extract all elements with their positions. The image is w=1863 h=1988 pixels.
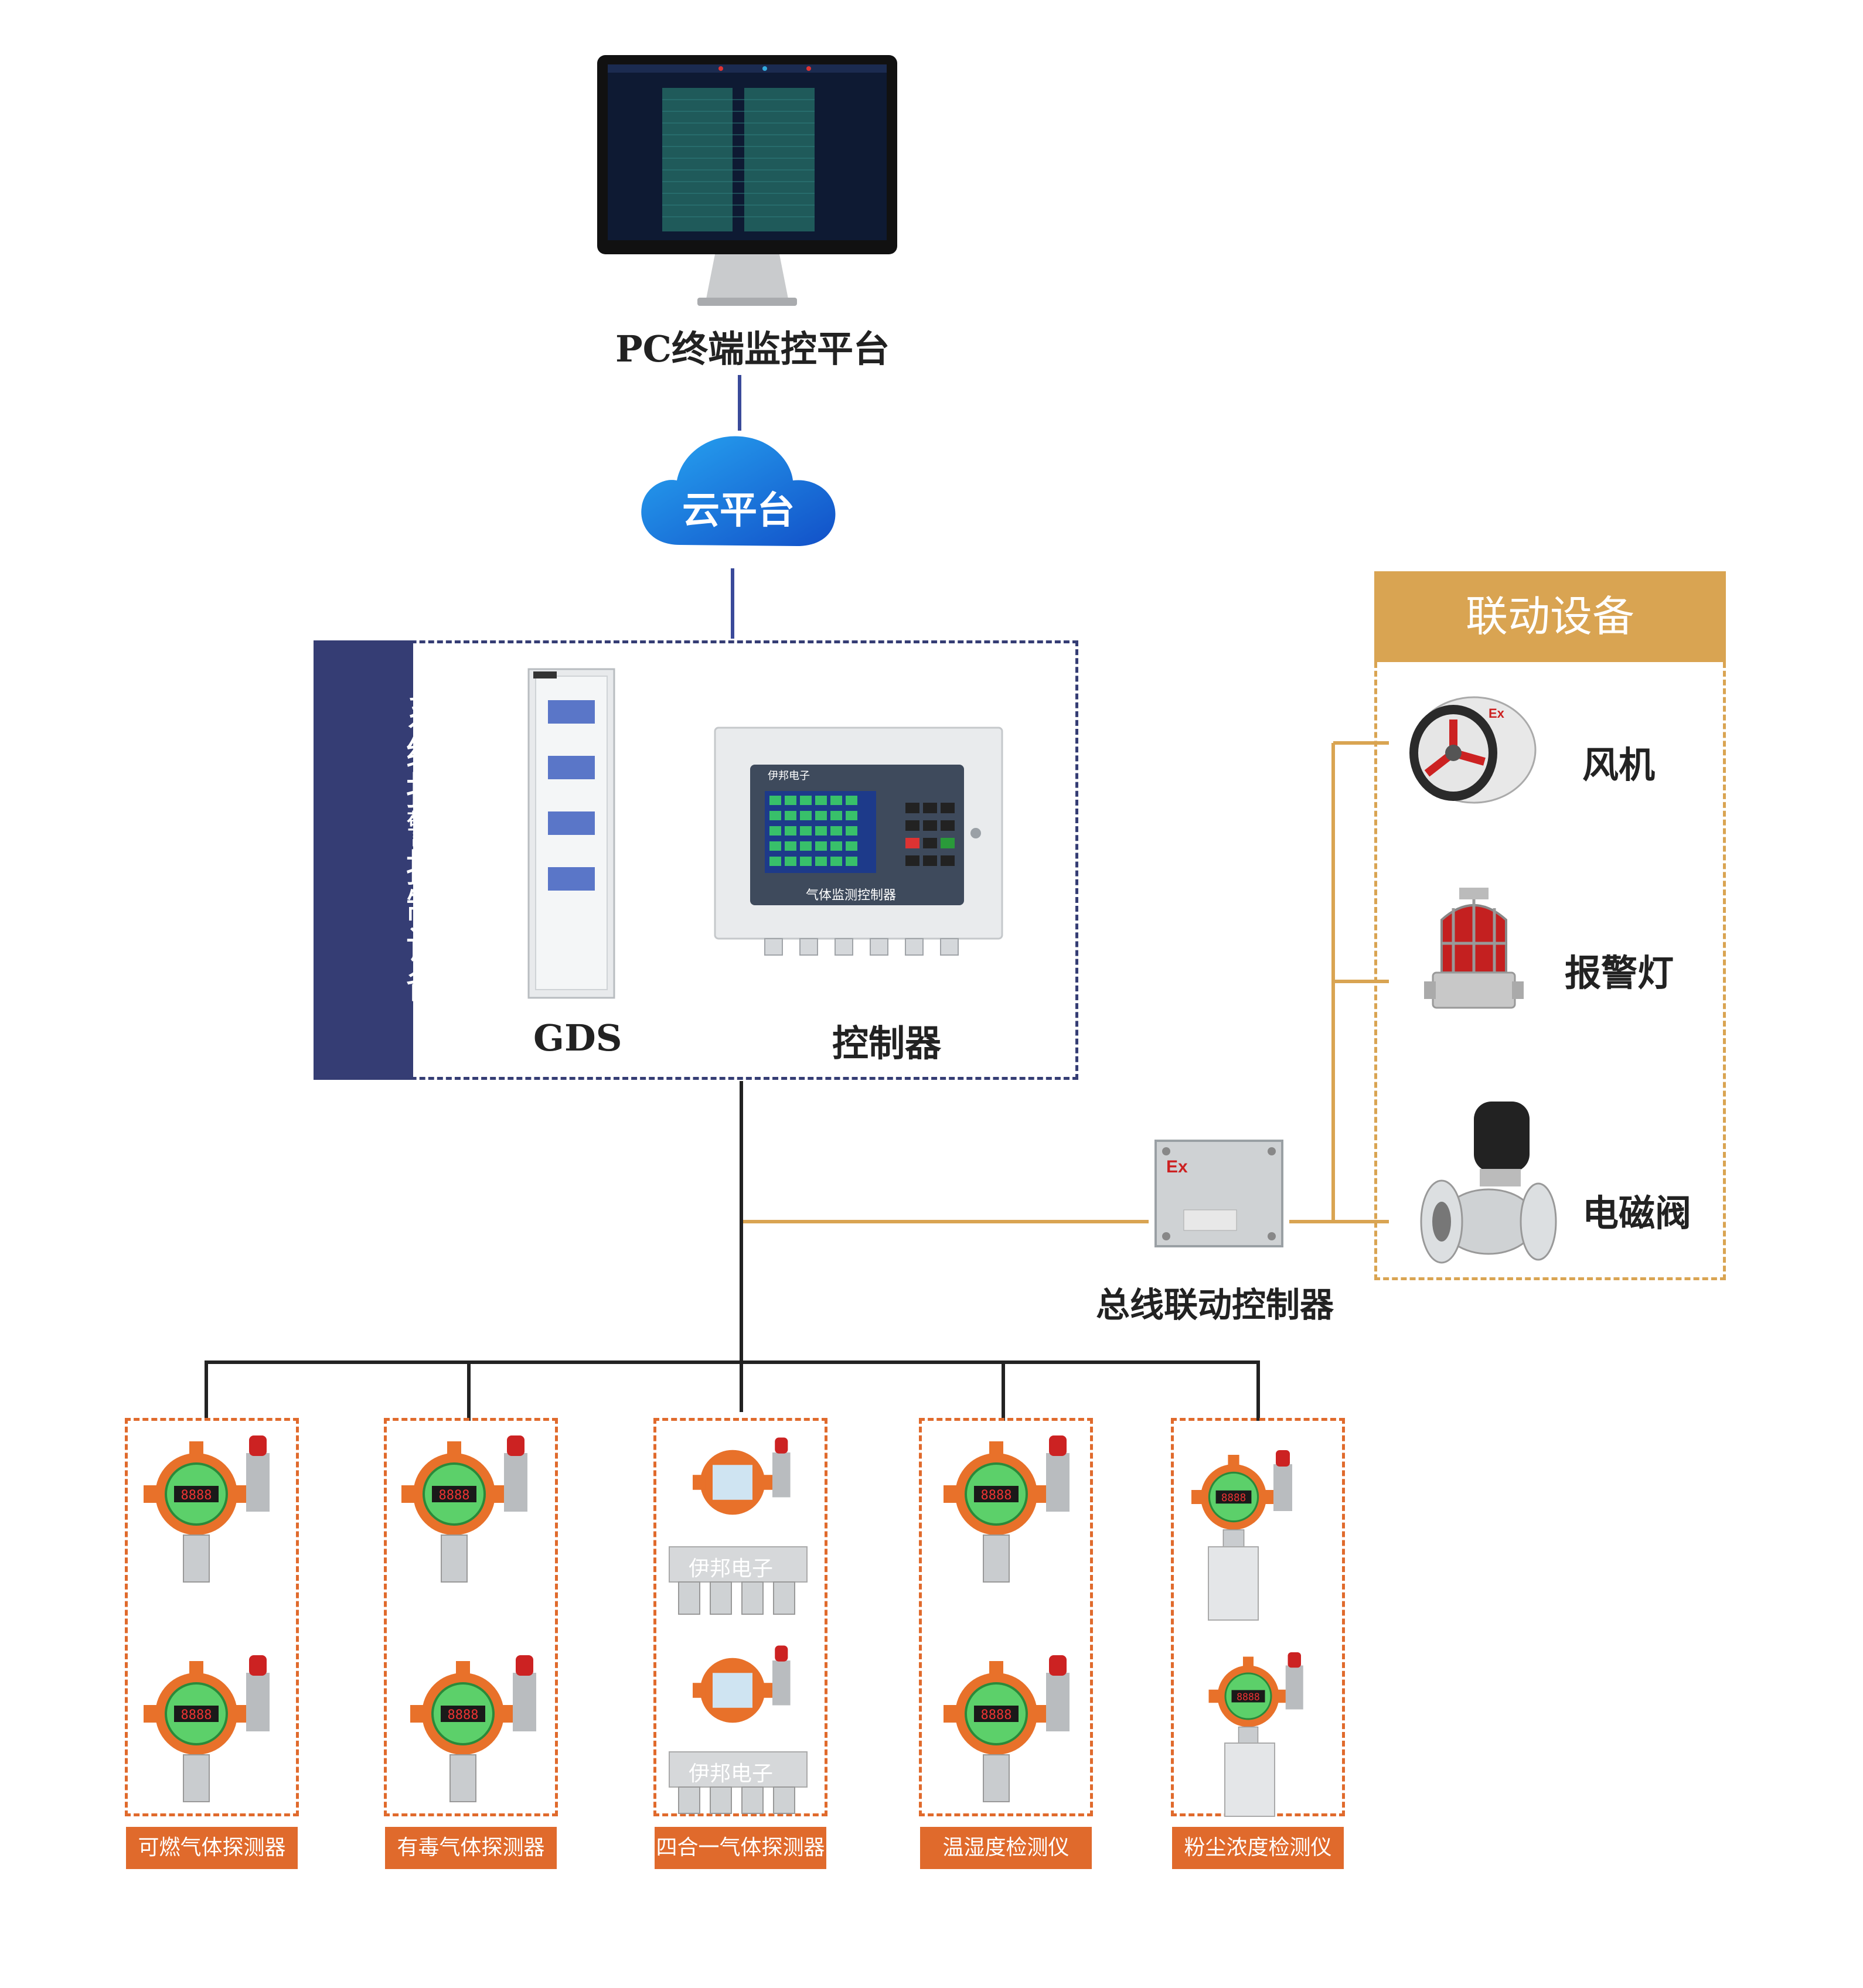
linkage-header-text: 联动设备: [1465, 592, 1634, 641]
linkage-item-label-fan: 风机: [1582, 744, 1656, 786]
solenoid-valve-icon: [1418, 1096, 1559, 1266]
controller-brand: 伊邦电子: [768, 770, 810, 782]
fan-icon: Ex: [1404, 691, 1544, 809]
detector-caption-2: 有毒气体探测器: [385, 1827, 557, 1869]
cabinet-icon: [527, 668, 615, 999]
four-in-one-watermark-2: 伊邦电子: [689, 1762, 774, 1786]
gas-controller: 伊邦电子 气体监测控制器: [706, 727, 1011, 961]
temp-humidity-detector-2: [942, 1654, 1071, 1803]
detector-caption-1: 可燃气体探测器: [126, 1827, 298, 1869]
bus-controller-box: Ex: [1149, 1134, 1289, 1251]
cloud-label: 云平台: [682, 489, 795, 533]
detector-caption-3: 四合一气体探测器: [655, 1827, 826, 1869]
alarm-light-icon: [1421, 885, 1527, 1019]
detector-caption-5: 粉尘浓度检测仪: [1172, 1827, 1344, 1869]
linkage-header: 联动设备: [1374, 571, 1726, 662]
temp-humidity-detector-1: [942, 1434, 1071, 1583]
system-side-title: 系统报警控制设备: [399, 693, 444, 1002]
monitor-icon: [597, 55, 897, 306]
system-side-title-bar: 系统报警控制设备: [314, 640, 444, 1080]
pc-monitor: [595, 53, 900, 311]
detector-group-3: [653, 1418, 827, 1816]
four-in-one-watermark-1: 伊邦电子: [689, 1557, 774, 1581]
linkage-box: [1374, 662, 1726, 1280]
gds-cabinet: [527, 668, 615, 999]
detector-caption-4: 温湿度检测仪: [920, 1827, 1092, 1869]
toxic-detector-1: [400, 1434, 529, 1583]
four-in-one-detector-2: [693, 1645, 791, 1723]
combustible-detector-1: [142, 1434, 271, 1583]
cloud-icon: [641, 436, 836, 546]
four-in-one-detector-1: [693, 1437, 791, 1515]
junction-box-icon: [1154, 1140, 1283, 1247]
pc-label: PC终端监控平台: [615, 328, 890, 370]
linkage-item-label-valve: 电磁阀: [1582, 1192, 1692, 1235]
svg-text:Ex: Ex: [1489, 706, 1505, 721]
controller-panel-text: 气体监测控制器: [806, 888, 897, 903]
ex-mark: Ex: [1166, 1157, 1188, 1177]
cloud-platform: 云平台: [636, 425, 841, 565]
combustible-detector-2: [142, 1654, 271, 1803]
detector-group-4: [919, 1418, 1093, 1816]
detector-group-2: [384, 1418, 558, 1816]
gds-label: GDS: [533, 1017, 622, 1059]
bus-controller-label: 总线联动控制器: [1096, 1285, 1334, 1325]
controller-label: 控制器: [832, 1022, 942, 1065]
linkage-item-label-light: 报警灯: [1565, 952, 1674, 994]
controller-icon: [714, 727, 1003, 956]
detector-group-1: [125, 1418, 299, 1816]
toxic-detector-2: [409, 1654, 537, 1803]
